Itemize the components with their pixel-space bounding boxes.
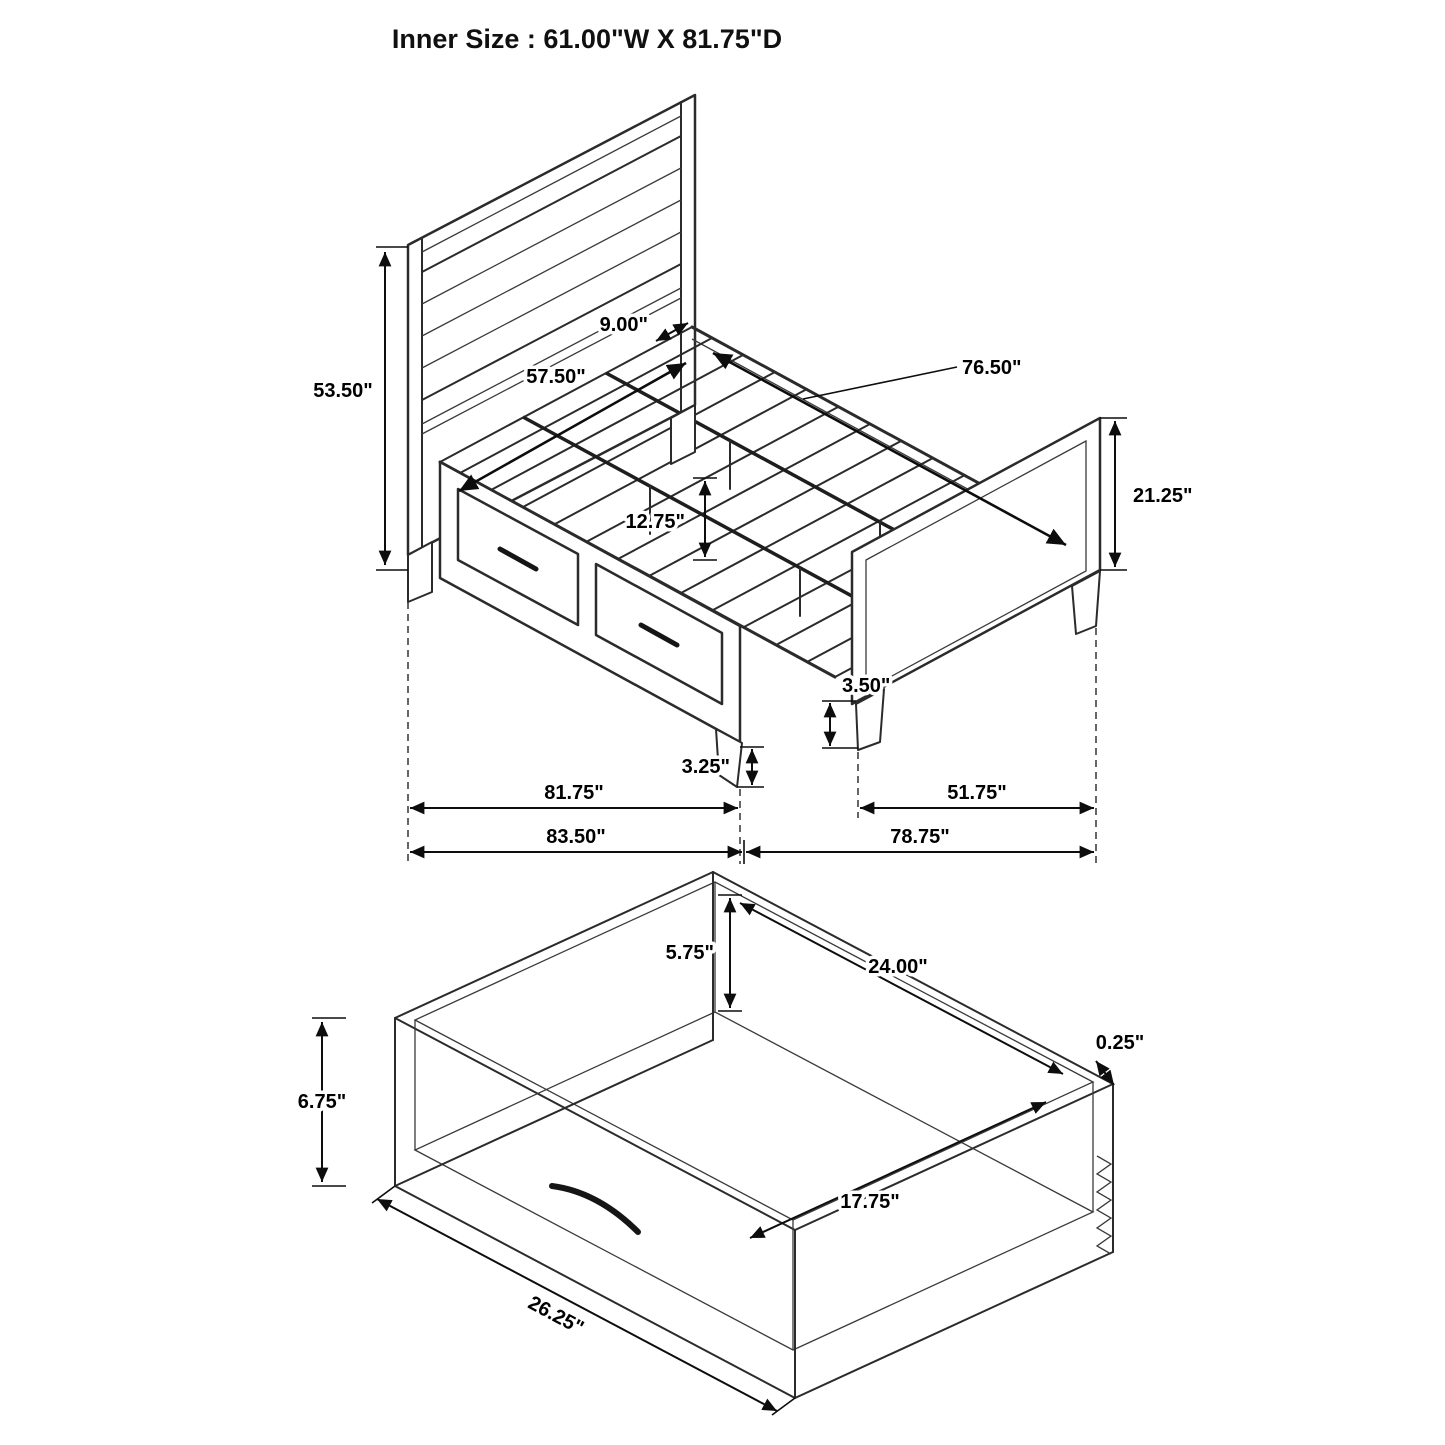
dim-label-headboard-height: 53.50" [313, 380, 373, 402]
dim-wall-thickness: 0.25" [1092, 1029, 1148, 1086]
dim-overall-length: 83.50" [410, 823, 745, 864]
dim-front-height: 6.75" [294, 1017, 350, 1187]
dim-inner-length: 24.00" [739, 902, 1064, 1075]
dim-label-front-leg-height: 3.25" [682, 756, 730, 778]
dim-inner-width: 57.50" [458, 361, 687, 493]
dim-headboard-height: 53.50" [310, 246, 408, 571]
dim-label-overall-length: 83.50" [546, 826, 606, 848]
dim-label-inner-depth: 17.75" [840, 1191, 900, 1213]
dim-footboard-span: 51.75" [860, 779, 1094, 815]
dim-label-footboard-leg-height: 3.50" [842, 675, 890, 697]
dim-label-inner-length: 24.00" [868, 956, 928, 978]
drawer-handle-1 [497, 546, 539, 572]
dim-label-footboard-height: 21.25" [1133, 485, 1193, 507]
projection-lines [407, 602, 1097, 864]
dim-inner-height: 5.75" [662, 894, 742, 1012]
drawer-pull-handle [549, 1183, 641, 1235]
dim-support-height: 12.75" [622, 477, 717, 561]
dim-label-inner-width: 57.50" [526, 366, 586, 388]
dim-label-inner-depth: 76.50" [962, 357, 1022, 379]
dim-label-support-height: 12.75" [625, 511, 685, 533]
dim-label-wall-thickness: 0.25" [1096, 1032, 1144, 1054]
dovetail-joints [1095, 1155, 1113, 1255]
storage-drawer-rail [438, 460, 742, 744]
dim-label-inner-height: 5.75" [666, 942, 714, 964]
drawer-box [394, 871, 1114, 1399]
dim-label-overall-width: 78.75" [890, 826, 950, 848]
bed-diagram: 53.50" 9.00" 57.50" 76.50" 12.75" [310, 93, 1196, 864]
dim-label-footboard-span: 51.75" [947, 782, 1007, 804]
dim-label-side-rail-length: 81.75" [544, 782, 604, 804]
dim-front-width: 26.25" [371, 1185, 796, 1416]
dim-footboard-height: 21.25" [1100, 417, 1196, 571]
drawer-diagram: 6.75" 5.75" 24.00" 17.75" 0.25" [294, 871, 1148, 1416]
drawer-handle-2 [638, 622, 680, 648]
footboard [850, 416, 1102, 706]
dim-footboard-leg-height: 3.50" [822, 672, 894, 749]
bed-dimensions: 53.50" 9.00" 57.50" 76.50" 12.75" [310, 246, 1196, 864]
dim-label-front-height: 6.75" [298, 1091, 346, 1113]
dim-slat-spacing: 9.00" [596, 311, 689, 342]
dim-front-leg-height: 3.25" [678, 746, 764, 788]
dim-overall-width: 78.75" [746, 823, 1094, 859]
dim-inner-depth: 76.50" [712, 351, 1067, 547]
dim-label-front-width: 26.25" [524, 1292, 587, 1339]
page-title: Inner Size : 61.00"W X 81.75"D [392, 24, 782, 54]
dim-inner-depth: 17.75" [749, 1101, 1047, 1239]
dim-label-slat-spacing: 9.00" [600, 314, 648, 336]
dim-side-rail-length: 81.75" [410, 779, 738, 815]
